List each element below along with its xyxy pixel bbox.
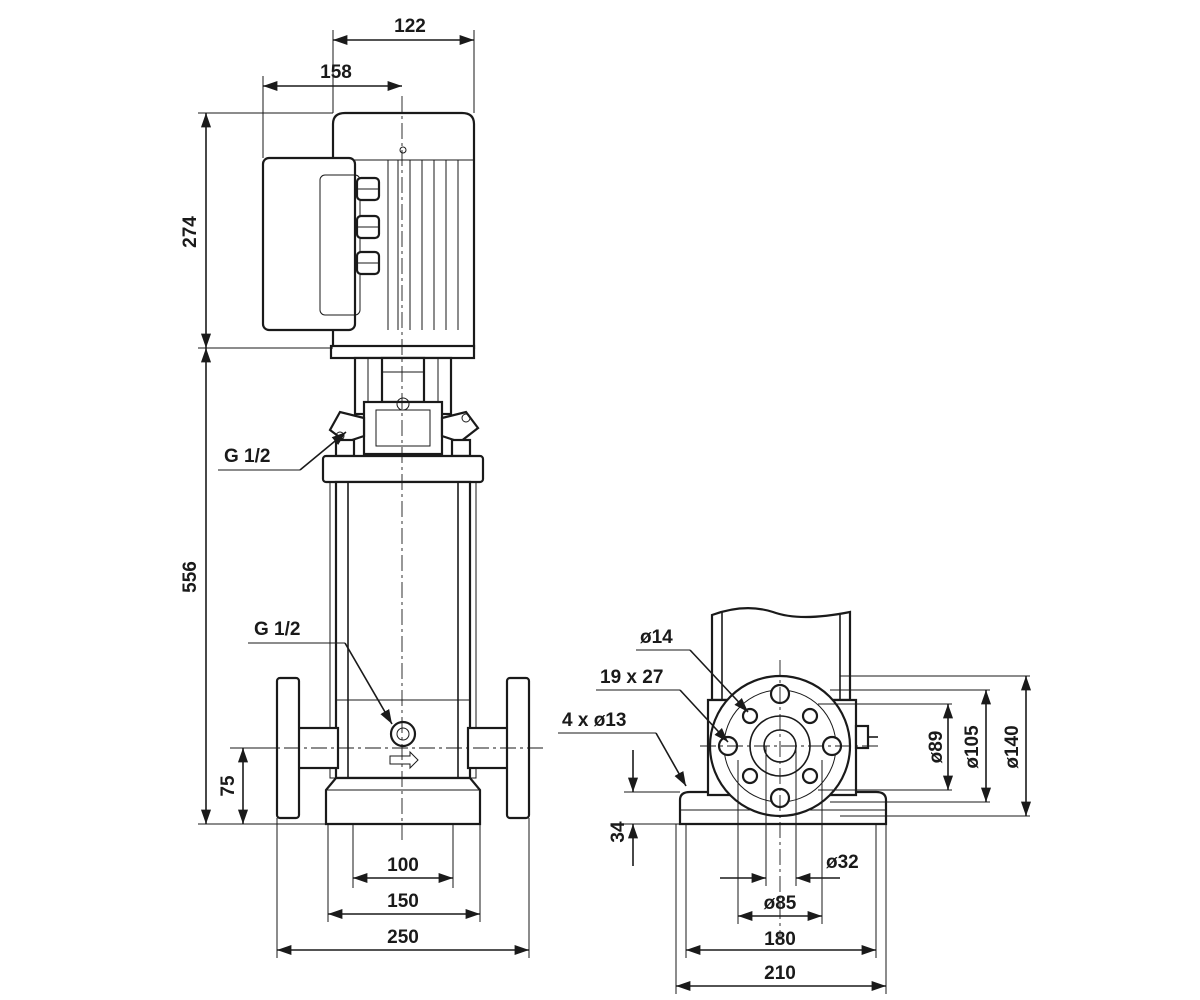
dim-150-label: 150 (387, 891, 419, 912)
dim-274-label: 274 (180, 216, 201, 248)
dim-phi85-label: ø85 (764, 893, 797, 914)
dim-158-label: 158 (320, 62, 352, 83)
g-half-upper-label: G 1/2 (224, 446, 270, 467)
cable-gland-1 (355, 176, 381, 202)
pump-base (324, 776, 482, 826)
dim-122: 122 (332, 16, 475, 113)
dim-250: 250 (277, 927, 529, 956)
phi14-label: ø14 (640, 627, 673, 648)
dim-100-label: 100 (387, 855, 419, 876)
dim-75-label: 75 (218, 775, 239, 797)
phi14-callout: ø14 (636, 627, 749, 713)
dim-phi105-label: ø105 (962, 725, 983, 769)
front-view: 122 158 274 556 75 (180, 16, 545, 958)
holes-callout: 4 x ø13 (558, 710, 687, 787)
dim-210: 210 (676, 963, 886, 992)
g-half-lower-callout: G 1/2 (248, 619, 393, 725)
cable-gland-3 (355, 250, 381, 276)
dim-100: 100 (353, 855, 453, 884)
dim-34: 34 (608, 750, 680, 866)
slot-label: 19 x 27 (600, 667, 663, 688)
dim-180-label: 180 (764, 929, 796, 950)
dim-phi89-label: ø89 (926, 731, 947, 764)
dim-556-label: 556 (180, 561, 201, 593)
g-half-upper-callout: G 1/2 (218, 431, 347, 471)
side-view: ø14 19 x 27 4 x ø13 34 ø89 (558, 607, 1032, 994)
slot-callout: 19 x 27 (596, 667, 729, 743)
dim-556: 556 (180, 348, 212, 824)
motor (261, 111, 476, 360)
dim-phi85: ø85 (738, 893, 822, 922)
g-half-lower-label: G 1/2 (254, 619, 300, 640)
dim-phi105: ø105 (962, 690, 992, 802)
dim-phi89: ø89 (926, 704, 954, 790)
dim-phi140-label: ø140 (1002, 725, 1023, 768)
dim-phi32: ø32 (720, 852, 859, 884)
cable-gland-2 (355, 214, 381, 240)
dim-phi32-label: ø32 (826, 852, 859, 873)
dim-150: 150 (328, 891, 480, 920)
pump-top-flange (321, 454, 485, 484)
dim-274: 274 (180, 113, 212, 348)
dim-210-label: 210 (764, 963, 796, 984)
dim-250-label: 250 (387, 927, 419, 948)
dim-phi140: ø140 (1002, 676, 1032, 816)
dim-122-label: 122 (394, 16, 426, 37)
drain-plug (389, 720, 419, 770)
side-plug (854, 724, 870, 750)
dim-158: 158 (262, 62, 402, 158)
dim-75: 75 (218, 747, 277, 824)
dim-34-label: 34 (608, 821, 629, 843)
dim-180: 180 (686, 929, 876, 956)
coupling-lantern (328, 356, 480, 458)
holes-label: 4 x ø13 (562, 710, 626, 731)
